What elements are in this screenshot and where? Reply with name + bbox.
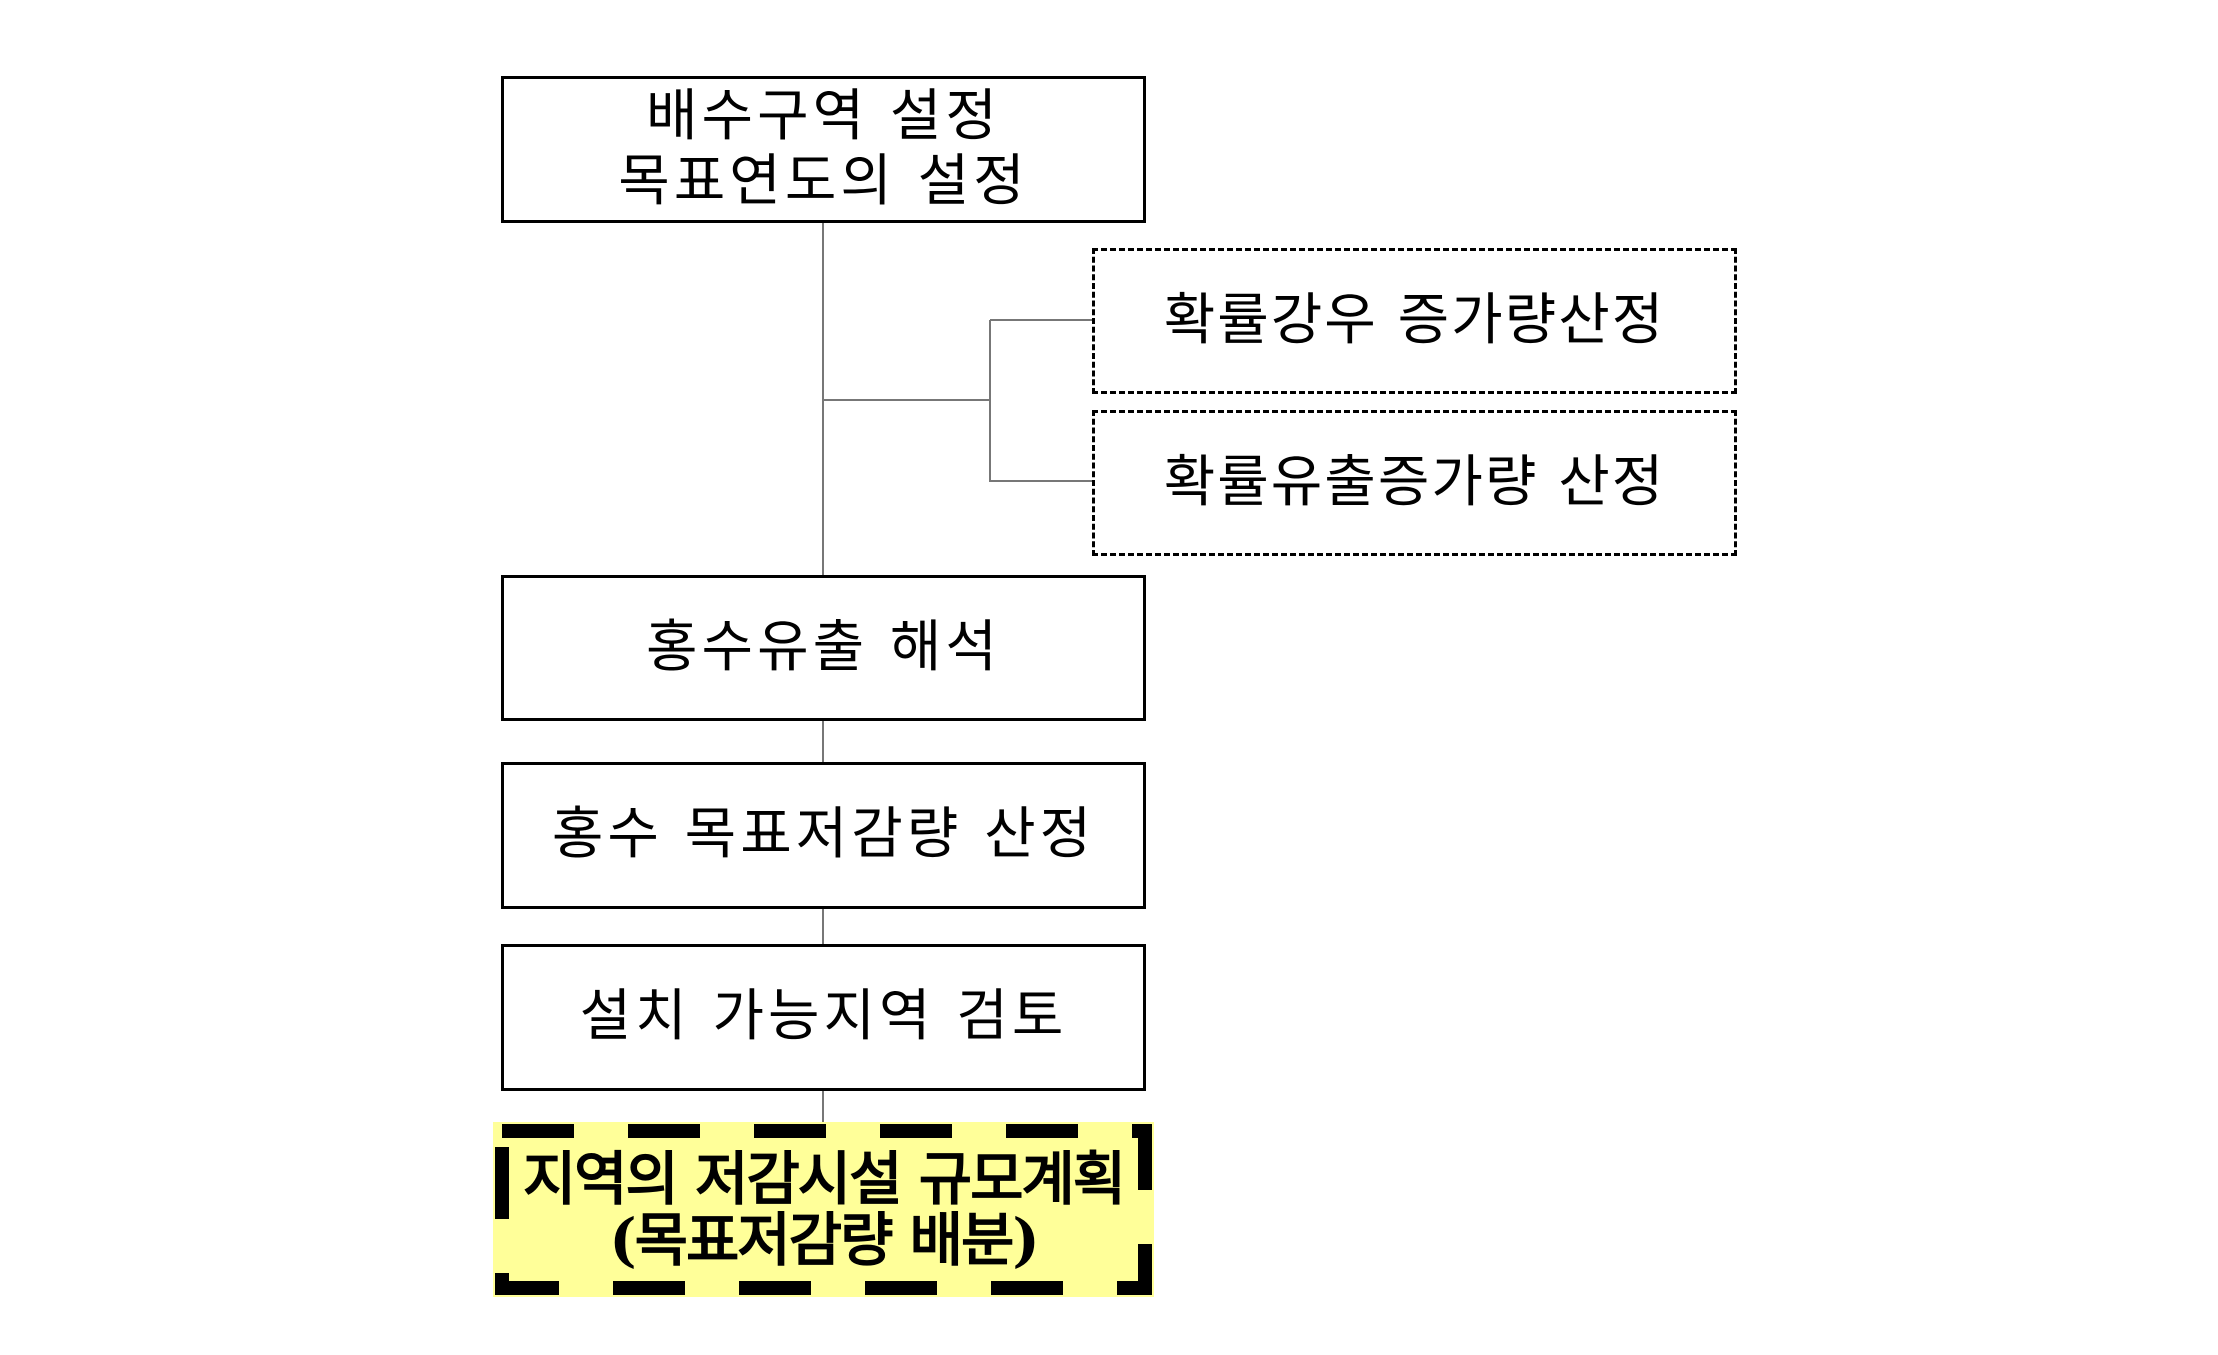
- step-target-reduction-label: 홍수 목표저감량 산정: [551, 802, 1096, 868]
- step-final-plan-line-2: (목표저감량 배분): [609, 1205, 1040, 1274]
- side-step-runoff-increase-label: 확률유출증가량 산정: [1163, 449, 1666, 515]
- side-step-runoff-increase-box: 확률유출증가량 산정: [1092, 410, 1737, 556]
- final-plan-frame: [493, 1122, 1154, 1297]
- step-final-plan-line-1: 지역의 저감시설 규모계획: [522, 1144, 1126, 1213]
- step-setup-line-1: 배수구역 설정: [646, 84, 1001, 150]
- step-flood-analysis-label: 홍수유출 해석: [646, 614, 1001, 680]
- step-target-reduction-box: 홍수 목표저감량 산정: [501, 762, 1146, 909]
- step-final-plan-box: 지역의 저감시설 규모계획 (목표저감량 배분): [493, 1122, 1154, 1297]
- step-flood-analysis-box: 홍수유출 해석: [501, 575, 1146, 721]
- side-step-rain-increase-box: 확률강우 증가량산정: [1092, 248, 1737, 394]
- final-plan-border: [495, 1124, 1152, 1295]
- step-setup-box: 배수구역 설정 목표연도의 설정: [501, 76, 1146, 223]
- step-setup-line-2: 목표연도의 설정: [618, 148, 1029, 214]
- final-plan-fill: [493, 1122, 1154, 1297]
- side-step-rain-increase-label: 확률강우 증가량산정: [1163, 287, 1666, 353]
- step-site-review-box: 설치 가능지역 검토: [501, 944, 1146, 1091]
- step-site-review-label: 설치 가능지역 검토: [579, 984, 1068, 1050]
